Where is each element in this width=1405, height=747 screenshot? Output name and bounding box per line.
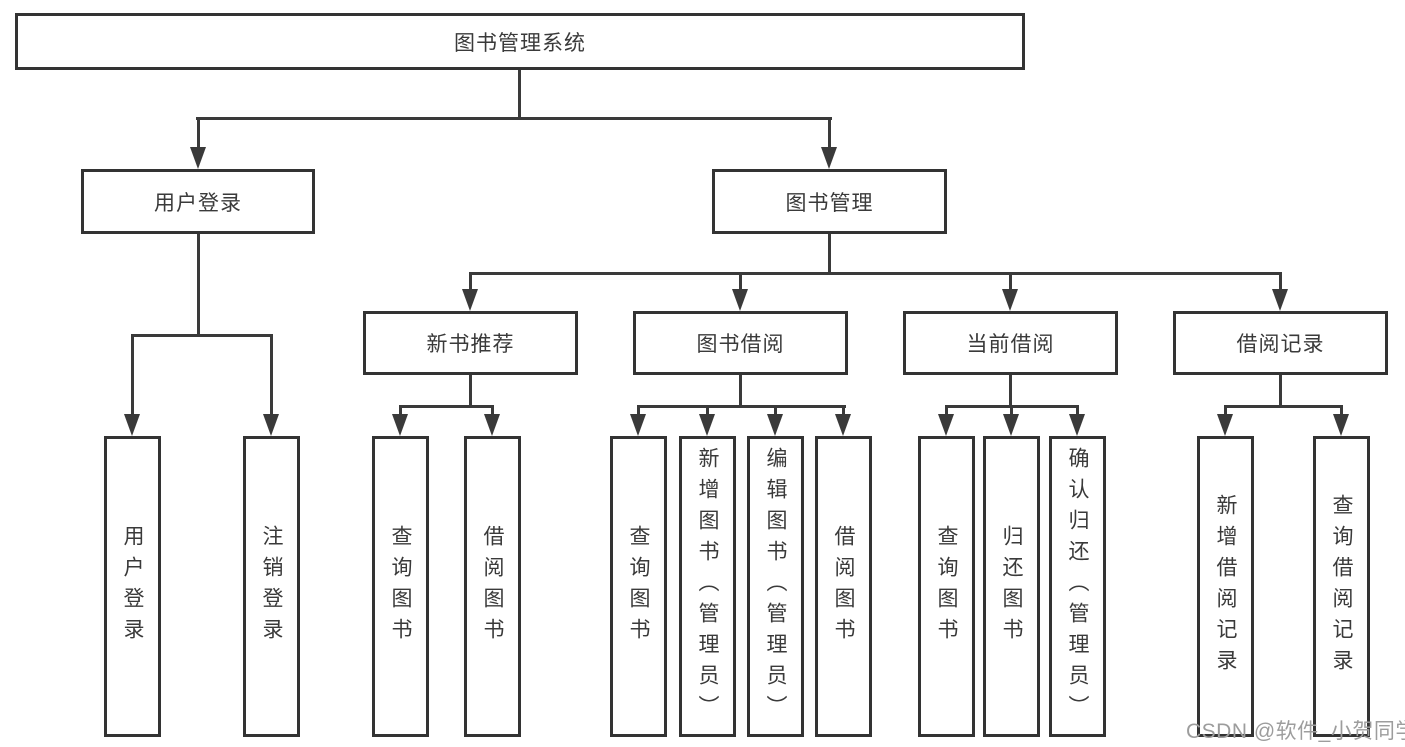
node-user-login: 用户登录: [81, 169, 315, 234]
connector-drop-user-login-leaf: [131, 334, 134, 415]
arrow-down-icon: [699, 414, 715, 436]
arrow-down-icon: [767, 414, 783, 436]
connector-new-book-recommend-bus: [399, 405, 494, 408]
leaf-add-borrow-record: 新增借阅记录: [1197, 436, 1254, 737]
arrow-down-icon: [1272, 289, 1288, 311]
connector-drop-leaf: [774, 405, 777, 416]
connector-drop-borrowing-records: [1279, 272, 1282, 291]
connector-borrowing-records-stem: [1279, 375, 1282, 407]
arrow-down-icon: [732, 289, 748, 311]
connector-drop-leaf: [1224, 405, 1227, 416]
arrow-down-icon: [1069, 414, 1085, 436]
node-new-book-recommend: 新书推荐: [363, 311, 578, 375]
connector-drop-leaf: [706, 405, 709, 416]
connector-level1-bus: [196, 117, 832, 120]
connector-drop-new-book-recommend: [469, 272, 472, 291]
leaf-query-book-2: 查询图书: [610, 436, 667, 737]
node-current-borrowing: 当前借阅: [903, 311, 1118, 375]
arrow-down-icon: [1003, 414, 1019, 436]
node-borrowing-records: 借阅记录: [1173, 311, 1388, 375]
connector-drop-book-management: [828, 117, 831, 150]
leaf-confirm-return-admin: 确认归还（管理员）: [1049, 436, 1106, 737]
arrow-down-icon: [484, 414, 500, 436]
connector-drop-book-borrowing: [739, 272, 742, 291]
arrow-down-icon: [821, 147, 837, 169]
arrow-down-icon: [630, 414, 646, 436]
leaf-query-book-3: 查询图书: [918, 436, 975, 737]
arrow-down-icon: [462, 289, 478, 311]
connector-user-login-bus: [131, 334, 273, 337]
connector-drop-current-borrowing: [1009, 272, 1012, 291]
arrow-down-icon: [190, 147, 206, 169]
connector-root-stem: [518, 70, 521, 118]
leaf-borrow-book-1: 借阅图书: [464, 436, 521, 737]
connector-drop-leaf: [842, 405, 845, 416]
connector-drop-leaf: [945, 405, 948, 416]
leaf-edit-book-admin: 编辑图书（管理员）: [747, 436, 804, 737]
connector-book-management-stem: [828, 234, 831, 274]
arrow-down-icon: [124, 414, 140, 436]
arrow-down-icon: [835, 414, 851, 436]
watermark: CSDN @软件_小贺同学: [1186, 720, 1405, 743]
connector-drop-leaf: [637, 405, 640, 416]
connector-drop-leaf: [1340, 405, 1343, 416]
connector-new-book-recommend-stem: [469, 375, 472, 407]
connector-drop-logout: [270, 334, 273, 415]
connector-drop-leaf: [491, 405, 494, 416]
connector-drop-leaf: [1076, 405, 1079, 416]
leaf-add-book-admin: 新增图书（管理员）: [679, 436, 736, 737]
arrow-down-icon: [1002, 289, 1018, 311]
leaf-query-book-1: 查询图书: [372, 436, 429, 737]
connector-drop-leaf: [399, 405, 402, 416]
node-book-management: 图书管理: [712, 169, 947, 234]
connector-current-borrowing-stem: [1009, 375, 1012, 407]
connector-book-borrowing-stem: [739, 375, 742, 407]
arrow-down-icon: [263, 414, 279, 436]
arrow-down-icon: [392, 414, 408, 436]
arrow-down-icon: [1333, 414, 1349, 436]
arrow-down-icon: [1217, 414, 1233, 436]
node-book-borrowing: 图书借阅: [633, 311, 848, 375]
connector-level3-bus: [469, 272, 1282, 275]
connector-book-borrowing-bus: [637, 405, 846, 408]
leaf-borrow-book-2: 借阅图书: [815, 436, 872, 737]
leaf-query-borrow-record: 查询借阅记录: [1313, 436, 1370, 737]
arrow-down-icon: [938, 414, 954, 436]
leaf-logout: 注销登录: [243, 436, 300, 737]
leaf-user-login: 用户登录: [104, 436, 161, 737]
node-root: 图书管理系统: [15, 13, 1025, 70]
connector-drop-user-login: [197, 117, 200, 150]
connector-borrowing-records-bus: [1224, 405, 1343, 408]
connector-drop-leaf: [1010, 405, 1013, 416]
connector-user-login-stem: [197, 234, 200, 336]
leaf-return-book: 归还图书: [983, 436, 1040, 737]
